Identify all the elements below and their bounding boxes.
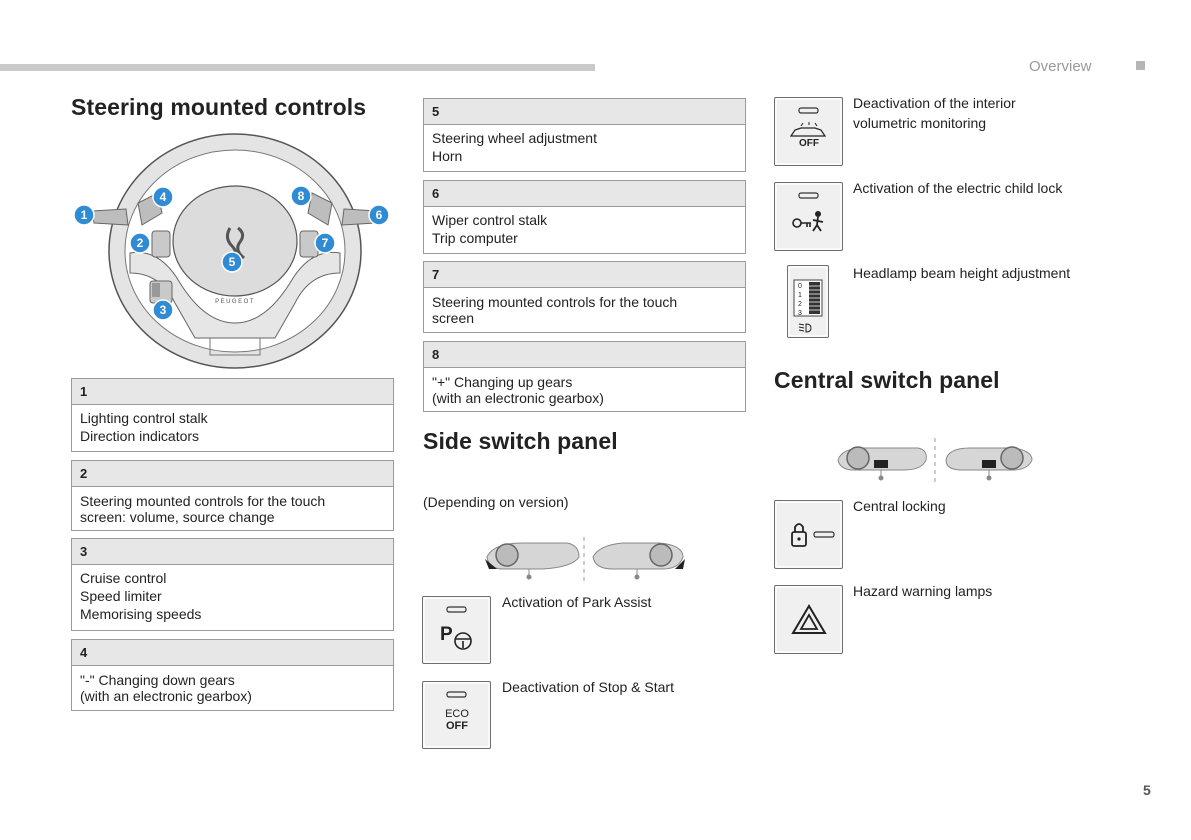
svg-text:OFF: OFF (446, 720, 468, 732)
side-panel-title: Side switch panel (423, 428, 618, 454)
legend-number: 2 (72, 461, 393, 487)
svg-text:1: 1 (81, 208, 88, 222)
legend-line: Direction indicators (80, 428, 200, 444)
stop-start-button[interactable]: ECO OFF (422, 681, 491, 749)
legend-box-3: 3 Cruise control Speed limiter Memorisin… (71, 538, 394, 631)
park-assist-icon: P (440, 624, 453, 645)
legend-line: Steering wheel adjustment (432, 130, 597, 146)
central-locking-button[interactable] (774, 500, 843, 569)
side-panel-location-illustration (485, 537, 685, 581)
child-lock-label: Activation of the electric child lock (853, 180, 1063, 196)
central-panel-location-illustration (837, 438, 1033, 484)
callout-7: 7 (314, 232, 336, 254)
callout-1: 1 (73, 204, 95, 226)
legend-box-5: 5 Steering wheel adjustment Horn (423, 98, 746, 172)
svg-text:5: 5 (229, 255, 236, 269)
child-lock-button[interactable] (774, 182, 843, 251)
headlamp-adjust-label: Headlamp beam height adjustment (853, 265, 1071, 281)
park-assist-button[interactable]: P (422, 596, 491, 664)
volumetric-monitoring-button[interactable]: OFF (774, 97, 843, 166)
callout-3: 3 (152, 299, 174, 321)
legend-number: 4 (72, 640, 393, 666)
legend-number: 7 (424, 262, 745, 288)
svg-text:6: 6 (376, 208, 383, 222)
legend-line: Horn (432, 148, 463, 164)
svg-text:2: 2 (798, 301, 802, 308)
park-assist-label: Activation of Park Assist (502, 594, 652, 610)
legend-line: screen (432, 310, 475, 326)
steering-title: Steering mounted controls (71, 94, 367, 120)
legend-line: Steering mounted controls for the touch (432, 294, 678, 310)
legend-line: Steering mounted controls for the touch (80, 493, 326, 509)
svg-text:OFF: OFF (799, 138, 819, 149)
label-line: volumetric monitoring (853, 115, 987, 131)
legend-box-2: 2 Steering mounted controls for the touc… (71, 460, 394, 531)
legend-box-1: 1 Lighting control stalk Direction indic… (71, 378, 394, 452)
central-locking-label: Central locking (853, 498, 946, 514)
steering-wheel-illustration: PEUGEOT 1 2 3 4 5 6 7 8 (73, 133, 390, 369)
svg-text:0: 0 (798, 283, 802, 290)
callout-5: 5 (221, 251, 243, 273)
svg-text:7: 7 (322, 236, 329, 250)
page-number: 5 (1143, 782, 1151, 798)
child-lock-icon (792, 192, 824, 232)
legend-number: 3 (72, 539, 393, 565)
side-panel-note: (Depending on version) (423, 494, 569, 510)
legend-line: Memorising speeds (80, 606, 202, 622)
legend-line: Lighting control stalk (80, 410, 208, 426)
callout-4: 4 (152, 186, 174, 208)
callout-2: 2 (129, 232, 151, 254)
legend-line: "-" Changing down gears (80, 672, 235, 688)
volumetric-off-icon: OFF (789, 107, 827, 149)
eco-off-icon: ECO OFF (445, 691, 469, 732)
legend-box-7: 7 Steering mounted controls for the touc… (423, 261, 746, 333)
volumetric-monitoring-label: Deactivation of the interior volumetric … (853, 93, 1016, 133)
legend-number: 5 (424, 99, 745, 125)
central-panel-title: Central switch panel (774, 367, 1000, 393)
legend-line: screen: volume, source change (80, 509, 275, 525)
svg-text:3: 3 (798, 310, 802, 317)
legend-line: "+" Changing up gears (432, 374, 573, 390)
callout-8: 8 (290, 185, 312, 207)
legend-box-8: 8 "+" Changing up gears (with an electro… (423, 341, 746, 412)
legend-line: (with an electronic gearbox) (432, 390, 604, 406)
legend-box-4: 4 "-" Changing down gears (with an elect… (71, 639, 394, 711)
wheel-brand-text: PEUGEOT (215, 299, 255, 305)
legend-line: (with an electronic gearbox) (80, 688, 252, 704)
legend-line: Wiper control stalk (432, 212, 548, 228)
headlamp-adjust-icon: 0 1 2 3 (793, 279, 823, 333)
headlamp-adjust-wheel[interactable]: 0 1 2 3 (787, 265, 829, 338)
svg-text:3: 3 (160, 303, 167, 317)
legend-number: 1 (72, 379, 393, 405)
legend-number: 8 (424, 342, 745, 368)
central-lock-icon (791, 523, 835, 547)
header-bar (0, 64, 595, 71)
hazard-triangle-icon (791, 604, 827, 634)
svg-text:1: 1 (798, 292, 802, 299)
hazard-warning-button[interactable] (774, 585, 843, 654)
legend-line: Speed limiter (80, 588, 162, 604)
label-line: Deactivation of the interior (853, 95, 1016, 111)
legend-line: Cruise control (80, 570, 167, 586)
svg-text:8: 8 (298, 189, 305, 203)
section-marker (1136, 61, 1145, 70)
svg-text:2: 2 (137, 236, 144, 250)
legend-number: 6 (424, 181, 745, 207)
callout-6: 6 (368, 204, 390, 226)
hazard-warning-label: Hazard warning lamps (853, 583, 993, 599)
legend-line: Trip computer (432, 230, 518, 246)
stop-start-label: Deactivation of Stop & Start (502, 679, 674, 695)
svg-text:ECO: ECO (445, 708, 469, 720)
svg-text:4: 4 (160, 190, 167, 204)
legend-box-6: 6 Wiper control stalk Trip computer (423, 180, 746, 254)
section-title: Overview (1029, 58, 1092, 75)
